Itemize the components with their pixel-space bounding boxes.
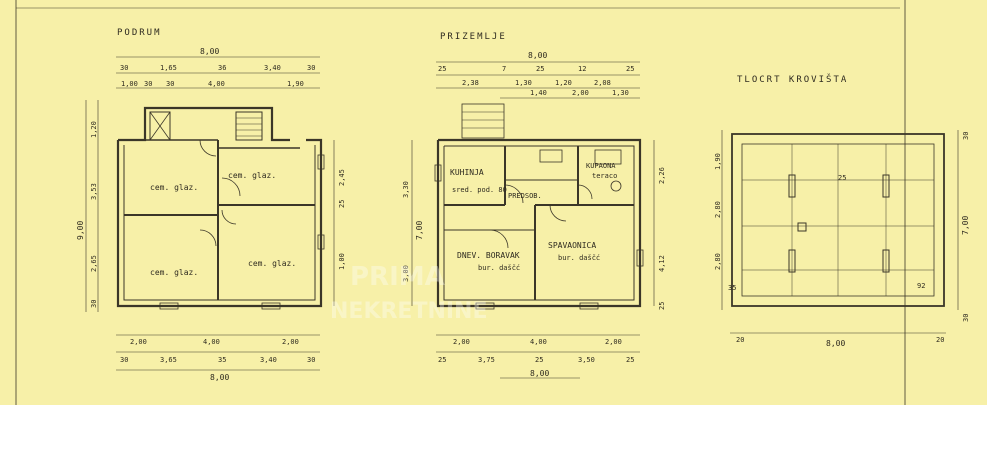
ground-dim-bottom-2a: 25 (438, 356, 446, 364)
basement-dim-left-1: 1,20 (90, 121, 98, 138)
ground-dim-top-2c: 25 (536, 65, 544, 73)
ground-hall-label: PREDSOB. (508, 192, 542, 200)
ground-bath-floor-label: teraco (592, 172, 617, 180)
basement-room-4-label: cem. glaz. (248, 259, 296, 268)
basement-dim-bottom-2b: 3,65 (160, 356, 177, 364)
ground-living-label: DNEV. BORAVAK (457, 251, 520, 260)
roof-dim-left-3: 2,80 (714, 253, 722, 270)
basement-dim-top-2a: 30 (120, 64, 128, 72)
ground-dim-top-4b: 2,00 (572, 89, 589, 97)
ground-dim-top-4a: 1,40 (530, 89, 547, 97)
ground-dim-left-2: 3,00 (402, 265, 410, 282)
ground-dim-top-overall: 8,00 (528, 51, 547, 60)
ground-dim-top-3b: 1,30 (515, 79, 532, 87)
basement-dim-top-2d: 3,40 (264, 64, 281, 72)
blueprint-sheet: PODRUM PRIZEMLJE TLOCRT KROVIŠTA 8,00 30… (0, 0, 987, 405)
ground-dim-left-overall: 7,00 (415, 221, 424, 240)
ground-dim-top-2e: 25 (626, 65, 634, 73)
basement-dim-top-2b: 1,65 (160, 64, 177, 72)
basement-dim-left-4: 30 (90, 300, 98, 308)
basement-dim-top-3d: 4,00 (208, 80, 225, 88)
basement-dim-top-overall: 8,00 (200, 47, 219, 56)
ground-dim-left-1: 3,30 (402, 181, 410, 198)
roof-mark-35: 35 (728, 284, 736, 292)
basement-dim-bottom-1b: 4,00 (203, 338, 220, 346)
basement-dim-top-3a: 1,00 (121, 80, 138, 88)
basement-dim-bottom-2d: 3,40 (260, 356, 277, 364)
roof-dim-right-3: 30 (962, 314, 970, 322)
ground-dim-bottom-2b: 3,75 (478, 356, 495, 364)
ground-dim-top-3c: 1,20 (555, 79, 572, 87)
ground-living-floor-label: bur. daščć (478, 264, 520, 272)
roof-mark-25: 25 (838, 174, 846, 182)
ground-dim-bottom-1c: 2,00 (605, 338, 622, 346)
ground-dim-top-3a: 2,38 (462, 79, 479, 87)
ground-dim-top-2d: 12 (578, 65, 586, 73)
ground-floor-plan: 8,00 25 7 25 12 25 2,38 1,30 1,20 2,08 1… (402, 51, 666, 379)
basement-dim-bottom-1a: 2,00 (130, 338, 147, 346)
basement-dim-top-2c: 36 (218, 64, 226, 72)
basement-room-2-label: cem. glaz. (228, 171, 276, 180)
roof-plan: 25 92 35 1,90 2,80 2,80 30 7,00 30 20 8,… (714, 130, 970, 348)
basement-dim-left-3: 2,65 (90, 255, 98, 272)
basement-dim-top-2e: 30 (307, 64, 315, 72)
basement-dim-top-3c: 30 (166, 80, 174, 88)
basement-dim-bottom-2a: 30 (120, 356, 128, 364)
basement-dim-left-overall: 9,00 (76, 221, 85, 240)
ground-dim-top-2a: 25 (438, 65, 446, 73)
watermark-line1: PRIMA (350, 262, 445, 292)
ground-dim-bottom-1b: 4,00 (530, 338, 547, 346)
ground-dim-right-2: 4,12 (658, 255, 666, 272)
roof-plan-heading: TLOCRT KROVIŠTA (737, 73, 848, 85)
roof-dim-bottom-3: 20 (936, 336, 944, 344)
roof-mark-92: 92 (917, 282, 925, 290)
roof-dim-bottom-2: 8,00 (826, 339, 845, 348)
basement-dim-right-1: 2,45 (338, 169, 346, 186)
basement-dim-top-3e: 1,90 (287, 80, 304, 88)
basement-dim-right-2: 25 (338, 200, 346, 208)
basement-plan: 8,00 30 1,65 36 3,40 30 1,00 30 30 4,00 … (76, 47, 346, 382)
ground-kitchen-floor-label: sred. pod. 80 (452, 186, 507, 194)
ground-dim-top-3d: 2,08 (594, 79, 611, 87)
ground-dim-bottom-2c: 25 (535, 356, 543, 364)
ground-dim-bottom-2d: 3,50 (578, 356, 595, 364)
basement-heading: PODRUM (117, 28, 162, 38)
ground-bedroom-label: SPAVAONICA (548, 241, 596, 250)
ground-dim-bottom-1a: 2,00 (453, 338, 470, 346)
ground-kitchen-label: KUHINJA (450, 168, 484, 177)
basement-room-3-label: cem. glaz. (150, 268, 198, 277)
ground-dim-right-3: 25 (658, 302, 666, 310)
ground-dim-right-1: 2,26 (658, 167, 666, 184)
roof-dim-bottom-1: 20 (736, 336, 744, 344)
basement-dim-bottom-overall: 8,00 (210, 373, 229, 382)
basement-dim-bottom-1c: 2,00 (282, 338, 299, 346)
roof-dim-right-2: 7,00 (961, 216, 970, 235)
basement-dim-right-3: 1,00 (338, 253, 346, 270)
ground-bath-label: KUPAONA (586, 162, 616, 170)
watermark-line2: NEKRETNINE (330, 299, 488, 324)
roof-dim-left-2: 2,80 (714, 201, 722, 218)
ground-dim-top-2b: 7 (502, 65, 506, 73)
basement-dim-bottom-2e: 30 (307, 356, 315, 364)
floor-plans-drawing: PODRUM PRIZEMLJE TLOCRT KROVIŠTA 8,00 30… (15, 0, 970, 405)
roof-dim-left-1: 1,90 (714, 153, 722, 170)
basement-dim-bottom-2c: 35 (218, 356, 226, 364)
ground-dim-bottom-overall: 8,00 (530, 369, 549, 378)
ground-dim-top-4c: 1,30 (612, 89, 629, 97)
basement-room-1-label: cem. glaz. (150, 183, 198, 192)
basement-dim-top-3b: 30 (144, 80, 152, 88)
ground-dim-bottom-2e: 25 (626, 356, 634, 364)
roof-dim-right-1: 30 (962, 132, 970, 140)
basement-dim-left-2: 3,53 (90, 183, 98, 200)
ground-bedroom-floor-label: bur. daščć (558, 254, 600, 262)
ground-floor-heading: PRIZEMLJE (440, 32, 507, 42)
